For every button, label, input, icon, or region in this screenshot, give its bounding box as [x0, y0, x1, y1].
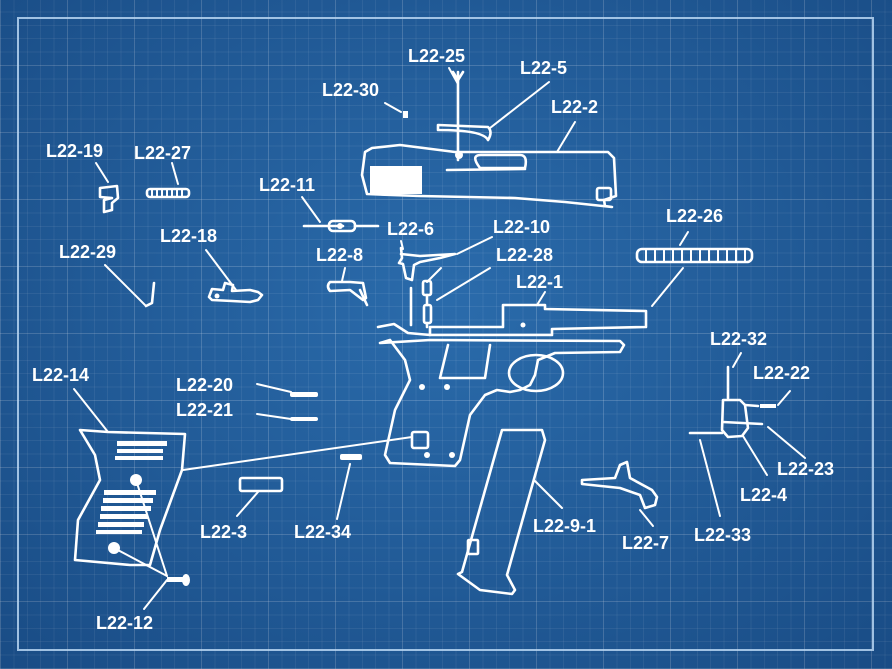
part-label: L22-27 [134, 143, 191, 163]
part-label: L22-23 [777, 459, 834, 479]
part-wire-spring [144, 281, 156, 308]
part-label: L22-11 [259, 175, 315, 195]
part-hammer [397, 246, 457, 327]
part-label: L22-1 [516, 272, 563, 292]
part-pin-assembly [302, 219, 380, 233]
part-label: L22-19 [46, 141, 103, 161]
part-grip-panel [73, 428, 187, 567]
part-grip-screw [167, 574, 190, 586]
part-lever [207, 281, 264, 304]
part-label: L22-8 [316, 245, 363, 265]
part-label: L22-3 [200, 522, 247, 542]
part-small-pin [403, 111, 408, 118]
part-small-spring [340, 454, 362, 460]
part-frame [376, 303, 648, 468]
part-label: L22-34 [294, 522, 351, 542]
part-bracket [98, 184, 120, 214]
part-label: L22-21 [176, 400, 233, 420]
part-spring-pin [421, 279, 433, 329]
part-label: L22-32 [710, 329, 767, 349]
part-label: L22-25 [408, 46, 465, 66]
part-firing-pin [451, 70, 465, 162]
part-safety-lever [326, 280, 369, 307]
part-label: L22-33 [694, 525, 751, 545]
part-extractor [436, 123, 492, 142]
part-label: L22-29 [59, 242, 116, 262]
part-bushing [238, 476, 284, 493]
part-pin-21 [290, 417, 318, 421]
part-recoil-spring [635, 247, 754, 264]
part-label: L22-22 [753, 363, 810, 383]
part-label: L22-6 [387, 219, 434, 239]
part-label: L22-10 [493, 217, 550, 237]
part-magazine [456, 428, 547, 596]
part-pin-20 [290, 392, 318, 397]
part-label: L22-4 [740, 485, 787, 505]
part-label: L22-20 [176, 375, 233, 395]
part-label: L22-12 [96, 613, 153, 633]
part-label: L22-30 [322, 80, 379, 100]
part-label: L22-26 [666, 206, 723, 226]
part-label: L22-5 [520, 58, 567, 78]
part-label: L22-14 [32, 365, 89, 385]
part-label: L22-18 [160, 226, 217, 246]
blueprint-border [17, 17, 874, 651]
part-slide [360, 143, 618, 209]
part-label: L22-7 [622, 533, 669, 553]
part-block [688, 365, 776, 439]
part-label: L22-2 [551, 97, 598, 117]
part-spring-small [145, 187, 191, 199]
leader-lines [73, 67, 806, 610]
part-trigger-bar [580, 460, 659, 510]
part-label: L22-9-1 [533, 516, 596, 536]
part-label: L22-28 [496, 245, 553, 265]
